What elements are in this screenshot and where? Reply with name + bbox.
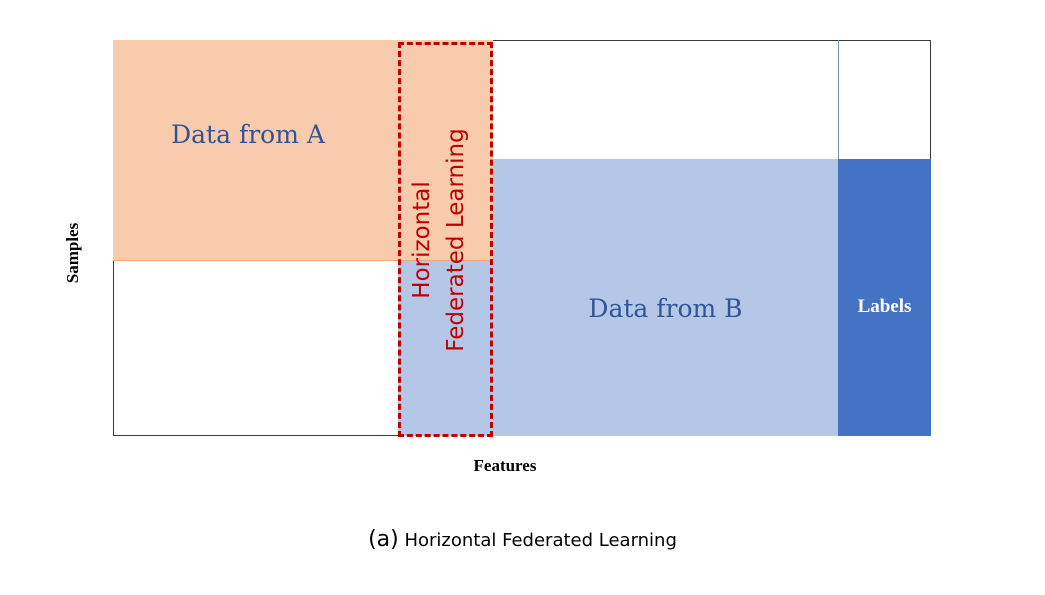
data-a-bottom-edge (113, 260, 493, 261)
features-axis-label: Features (473, 456, 537, 475)
data-a-label: Data from A (171, 120, 325, 149)
horizontal-fl-highlight-box (398, 42, 493, 437)
samples-axis-label: Samples (63, 222, 82, 284)
horizontal-fl-label-line1: Horizontal (409, 181, 435, 299)
figure-caption: (a) Horizontal Federated Learning (300, 527, 745, 552)
horizontal-fl-label: Horizontal Federated Learning (405, 90, 485, 390)
data-a-region (113, 40, 493, 261)
horizontal-fl-label-line2: Federated Learning (443, 128, 469, 352)
caption-tag: (a) (368, 527, 399, 552)
labels-column-label: Labels (857, 296, 912, 317)
labels-column (838, 159, 931, 436)
caption-text: Horizontal Federated Learning (404, 530, 677, 551)
labels-column-divider (838, 40, 839, 159)
data-b-label: Data from B (588, 294, 743, 323)
